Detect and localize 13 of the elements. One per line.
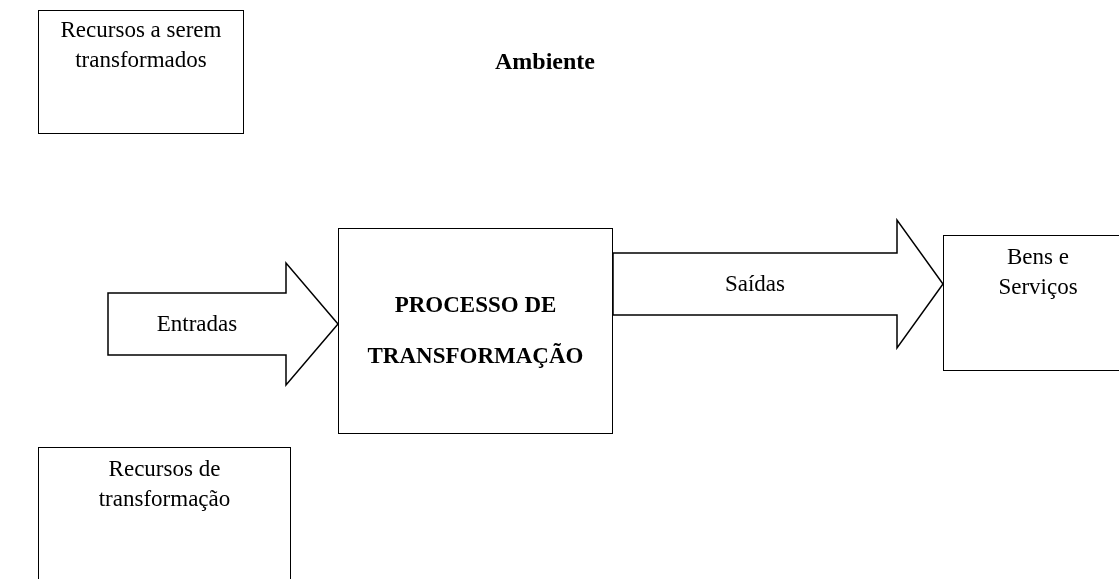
- block-arrow: [612, 217, 944, 351]
- box-text: Recursos a serem transformados: [59, 16, 223, 74]
- process-box: [338, 228, 613, 434]
- box-text: Bens e Serviços: [997, 243, 1079, 301]
- environment-label: Ambiente: [495, 48, 595, 75]
- box-text: PROCESSO DE TRANSFORMAÇÃO: [366, 291, 585, 370]
- box-text: Recursos de transformação: [97, 455, 232, 513]
- process-box: [38, 10, 244, 134]
- process-box: [38, 447, 291, 579]
- block-arrow: [107, 260, 339, 388]
- process-box: [943, 235, 1119, 371]
- edge-label: Entradas: [156, 311, 238, 337]
- edge-label: Saídas: [724, 271, 786, 297]
